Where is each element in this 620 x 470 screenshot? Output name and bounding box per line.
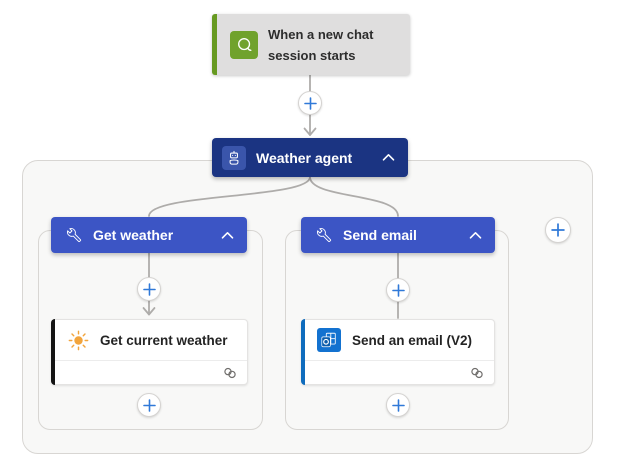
chevron-up-icon[interactable] bbox=[221, 231, 234, 240]
insert-step-button-after-trigger[interactable] bbox=[298, 91, 322, 115]
action-title: Get current weather bbox=[100, 332, 228, 348]
robot-icon bbox=[222, 145, 246, 170]
trigger-title: When a new chat session starts bbox=[268, 26, 374, 63]
plus-icon bbox=[142, 282, 156, 296]
tool-title: Send email bbox=[343, 227, 417, 243]
agent-title: Weather agent bbox=[256, 149, 353, 166]
tool-title: Get weather bbox=[93, 227, 174, 243]
wrench-icon bbox=[316, 227, 332, 243]
outlook-icon bbox=[317, 328, 341, 352]
add-branch-button[interactable] bbox=[545, 217, 571, 243]
link-icon bbox=[470, 367, 484, 379]
card-accent-bar bbox=[51, 319, 55, 385]
wrench-icon bbox=[66, 227, 82, 243]
plus-icon bbox=[391, 283, 405, 297]
tool-node-send-email[interactable]: Send email bbox=[301, 217, 495, 253]
link-icon bbox=[223, 367, 237, 379]
trigger-node[interactable]: When a new chat session starts bbox=[212, 14, 410, 75]
tool-node-get-weather[interactable]: Get weather bbox=[51, 217, 247, 253]
card-accent-bar bbox=[301, 319, 305, 385]
chevron-up-icon[interactable] bbox=[382, 153, 395, 162]
sun-icon bbox=[67, 329, 89, 351]
chat-icon bbox=[230, 30, 258, 59]
insert-step-button-get-weather[interactable] bbox=[137, 277, 161, 301]
plus-icon bbox=[551, 223, 565, 237]
add-action-button-send-email[interactable] bbox=[386, 393, 410, 417]
insert-step-button-send-email[interactable] bbox=[386, 278, 410, 302]
plus-icon bbox=[303, 96, 317, 110]
add-action-button-get-weather[interactable] bbox=[137, 393, 161, 417]
action-card-get-current-weather[interactable]: Get current weather bbox=[51, 319, 248, 385]
agent-node-weather-agent[interactable]: Weather agent bbox=[212, 138, 408, 177]
action-card-send-an-email-v2[interactable]: Send an email (V2) bbox=[301, 319, 495, 385]
chevron-up-icon[interactable] bbox=[469, 231, 482, 240]
action-title: Send an email (V2) bbox=[352, 332, 473, 348]
plus-icon bbox=[391, 398, 405, 412]
plus-icon bbox=[142, 398, 156, 412]
